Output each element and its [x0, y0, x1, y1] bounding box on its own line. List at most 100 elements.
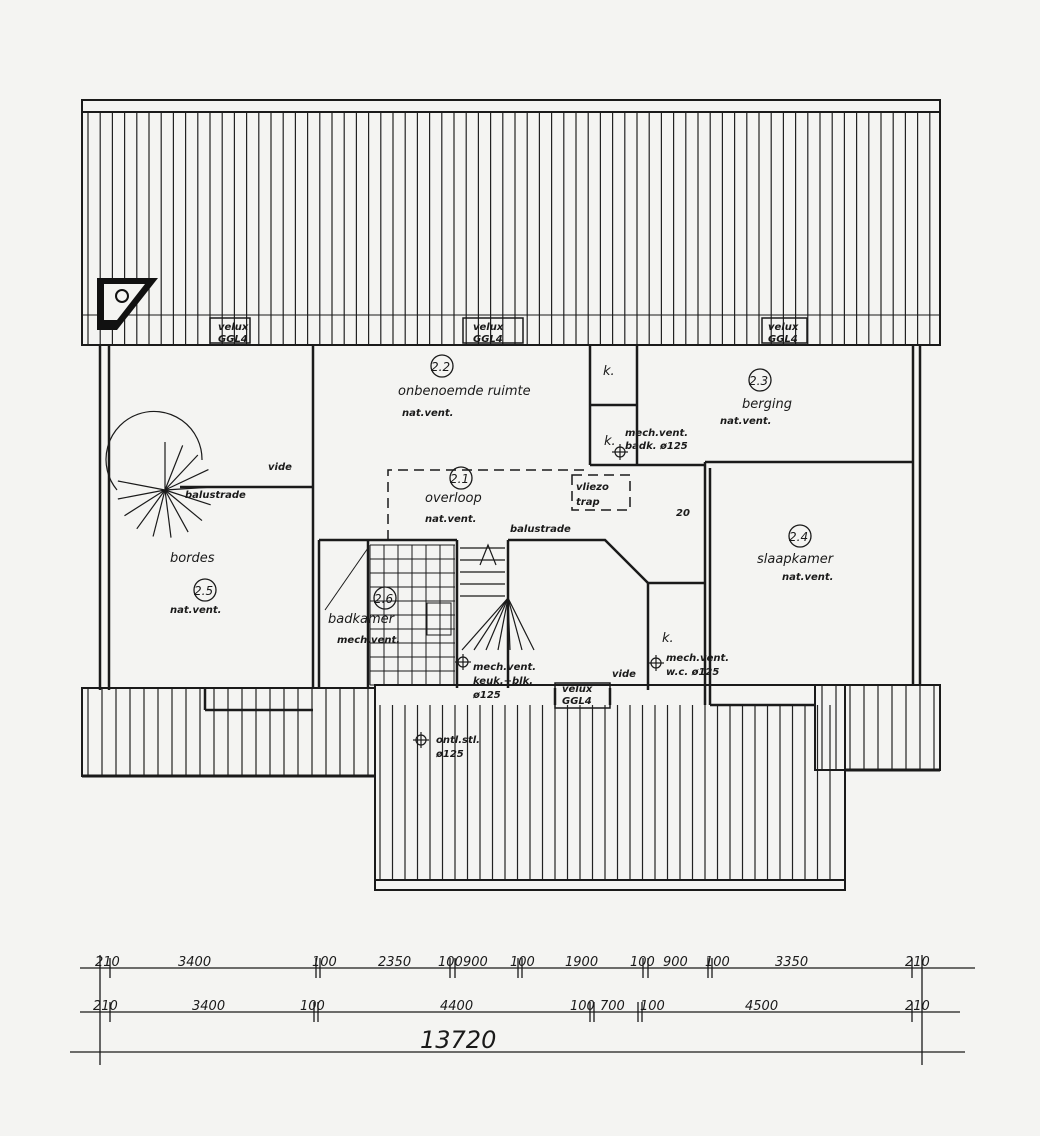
mech-vent-label: badk. ø125 — [625, 441, 688, 452]
velux-type: GGL4 — [562, 696, 592, 707]
dimension-value: 700 — [600, 999, 625, 1014]
room-name: badkamer — [328, 612, 396, 627]
kast-label: k. — [603, 364, 615, 379]
room-number: 2.4 — [789, 530, 808, 544]
stair-tread — [164, 489, 189, 533]
stair-tread — [507, 597, 511, 651]
spiral-stair — [105, 410, 213, 538]
vliezo-label: trap — [576, 497, 600, 508]
vide-label: vide — [268, 462, 292, 473]
dimension-value: 100 — [300, 999, 325, 1014]
stair-tread — [117, 489, 166, 500]
room-2-5: 2.5 bordes nat.vent. — [170, 551, 221, 616]
stair-tread — [507, 597, 535, 651]
overloop-outline — [387, 469, 631, 540]
stair-tread — [164, 486, 213, 491]
room-name: berging — [742, 397, 792, 412]
kast-label: k. — [604, 434, 616, 449]
ventilation-label: ø125 — [435, 749, 464, 760]
mech-vent-label: w.c. ø125 — [666, 667, 719, 678]
room-2-4: 2.4 slaapkamer nat.vent. — [757, 524, 835, 583]
ventilation-label: ontl.stl. — [436, 735, 480, 746]
mech-vent-label: mech.vent. — [473, 662, 536, 673]
dimension-value: 3350 — [775, 955, 808, 970]
stair — [460, 543, 535, 651]
room-name: overloop — [425, 491, 482, 506]
velux-type: GGL4 — [218, 334, 248, 345]
stair-tread — [152, 489, 166, 537]
stair-tread — [164, 454, 199, 491]
mech-vent-label: mech.vent. — [625, 428, 688, 439]
room-name: bordes — [170, 551, 215, 566]
dimension-value: 3400 — [192, 999, 225, 1014]
room-vent: nat.vent. — [425, 514, 476, 525]
washbasin-icon — [426, 602, 452, 636]
stair-tread — [485, 597, 509, 651]
mech-vent-label: mech.vent. — [666, 653, 729, 664]
dimension-value: 4400 — [440, 999, 473, 1014]
stair-tread — [164, 469, 209, 491]
dimension-value: 210 — [93, 999, 118, 1014]
dimension-value: 3400 — [178, 955, 211, 970]
mech-vent-label: ø125 — [472, 690, 501, 701]
room-number: 2.1 — [450, 472, 469, 486]
room-2-3: 2.3 berging nat.vent. — [720, 368, 792, 427]
dimension-value: 210 — [905, 999, 930, 1014]
dimension-value: 100 — [570, 999, 595, 1014]
vent-symbol-icons — [413, 444, 664, 748]
dimension-lines — [70, 955, 975, 1065]
velux-label: velux — [473, 322, 504, 333]
balustrade-label: balustrade — [510, 524, 571, 535]
room-2-6: 2.6 badkamer mech.vent. — [328, 586, 400, 646]
dimension-value: 1900 — [565, 955, 598, 970]
balustrade-label: balustrade — [185, 490, 246, 501]
room-2-1: 2.1 overloop nat.vent. — [425, 466, 482, 525]
room-vent: nat.vent. — [720, 416, 771, 427]
mech-vent-label: keuk.+blk. — [473, 676, 533, 687]
velux-type: GGL4 — [473, 334, 503, 345]
room-name: onbenoemde ruimte — [398, 384, 531, 399]
bathroom-tiles — [324, 544, 455, 686]
room-vent: nat.vent. — [170, 605, 221, 616]
spiral-outline — [105, 410, 203, 491]
stair-tread — [124, 489, 166, 517]
dimension-label: 20 — [676, 508, 690, 519]
stair-tread — [136, 489, 166, 530]
stair-tread — [164, 445, 184, 491]
stair-arrow-icon — [479, 543, 497, 566]
room-name: slaapkamer — [757, 552, 835, 567]
stair-tread — [164, 489, 172, 538]
velux-type: GGL4 — [768, 334, 798, 345]
room-number: 2.2 — [431, 360, 450, 374]
total-dimension: 13720 — [420, 1026, 496, 1054]
chimney-icon — [97, 278, 158, 330]
stair-tread — [117, 480, 166, 491]
kast-label: k. — [662, 631, 674, 646]
room-vent: nat.vent. — [782, 572, 833, 583]
stair-tread — [473, 597, 509, 651]
velux-windows — [209, 317, 808, 709]
dimension-value: 100 — [705, 955, 730, 970]
room-vent: mech.vent. — [337, 635, 400, 646]
shower-line — [324, 547, 369, 611]
dimension-value: 210 — [95, 955, 120, 970]
velux-label: velux — [768, 322, 799, 333]
dimension-value: 210 — [905, 955, 930, 970]
velux-label: velux — [562, 684, 593, 695]
dimension-value: 2350 — [378, 955, 411, 970]
stair-tread — [461, 597, 509, 651]
dimension-value: 100 — [640, 999, 665, 1014]
stair-tread — [497, 597, 509, 651]
walls — [98, 345, 922, 712]
room-vent: nat.vent. — [402, 408, 453, 419]
roof-hatching — [87, 112, 935, 880]
stair-tread — [507, 597, 523, 651]
stair-tread — [164, 489, 203, 522]
dimension-value: 900 — [663, 955, 688, 970]
room-number: 2.5 — [194, 584, 213, 598]
velux-label: velux — [218, 322, 249, 333]
room-number: 2.6 — [374, 592, 393, 606]
roof-outline — [81, 99, 941, 891]
vide-label: vide — [612, 669, 636, 680]
